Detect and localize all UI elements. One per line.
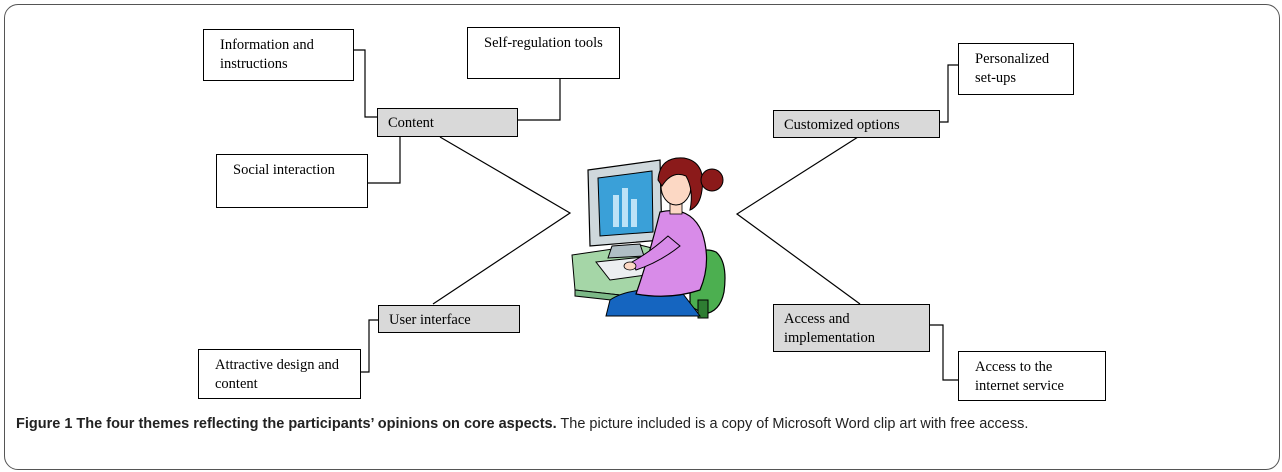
caption-title: Figure 1 The four themes reflecting the …	[16, 416, 557, 432]
subtheme-personalized: Personalized set-ups	[958, 43, 1074, 95]
subtheme-social: Social interaction	[216, 154, 368, 208]
figure-caption: Figure 1 The four themes reflecting the …	[16, 413, 1266, 435]
caption-text: The picture included is a copy of Micros…	[560, 416, 1029, 432]
left-v-lines	[432, 136, 572, 305]
subtheme-internet: Access to the internet service	[958, 351, 1106, 401]
theme-user-interface: User interface	[378, 305, 520, 333]
connector-internet	[930, 324, 958, 381]
hair-shape	[657, 157, 704, 211]
connector-information	[354, 49, 377, 118]
subtheme-attractive: Attractive design and content	[198, 349, 361, 399]
connector-social	[368, 137, 401, 184]
theme-access: Access and implementation	[773, 304, 930, 352]
theme-customized: Customized options	[773, 110, 940, 138]
connector-attractive	[361, 319, 378, 373]
connector-self-regulation	[518, 77, 575, 121]
right-v-lines	[735, 136, 861, 305]
subtheme-self-regulation: Self-regulation tools	[467, 27, 620, 79]
connector-personalized	[940, 64, 958, 123]
person-at-computer-illustration	[571, 157, 726, 319]
theme-content: Content	[377, 108, 518, 137]
subtheme-information: Information and instructions	[203, 29, 354, 81]
